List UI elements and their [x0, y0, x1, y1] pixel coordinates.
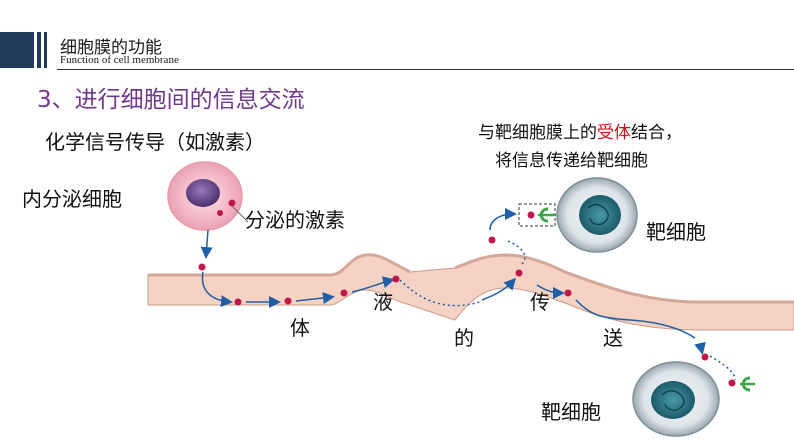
target-cell-top	[518, 177, 638, 253]
note-prefix: 与靶细胞膜上的	[478, 123, 597, 143]
subheading: 化学信号传导（如激素）	[45, 130, 265, 154]
hormone-dot	[701, 353, 709, 361]
note-highlight-receptor: 受体	[597, 123, 631, 143]
note-suffix: 结合，	[631, 123, 682, 143]
hormone-dots	[198, 236, 709, 361]
endocrine-cell	[167, 161, 243, 231]
hormone-dot	[488, 236, 496, 244]
hormone-dot	[340, 289, 348, 297]
hormone-dot	[198, 263, 206, 271]
label-secreted-hormone: 分泌的激素	[245, 208, 345, 232]
header-title: 细胞膜的功能	[60, 38, 162, 58]
label-flow-4: 传	[530, 290, 550, 314]
label-target-cell-top: 靶细胞	[646, 220, 706, 244]
section-title: 3、进行细胞间的信息交流	[37, 87, 305, 113]
hormone-dot	[392, 275, 400, 283]
target-cell-bottom	[632, 361, 755, 437]
receptor-note-line2: 将信息传递给靶细胞	[495, 151, 648, 171]
receptor-icon	[741, 376, 751, 392]
label-flow-1: 体	[290, 316, 310, 340]
label-endocrine-cell: 内分泌细胞	[22, 187, 122, 211]
label-flow-2: 液	[373, 290, 393, 314]
hormone-dot	[217, 210, 223, 216]
label-flow-3: 的	[454, 326, 474, 350]
hormone-dot	[234, 298, 242, 306]
hormone-dot	[284, 297, 292, 305]
hormone-dot	[228, 199, 236, 207]
label-target-cell-bottom: 靶细胞	[541, 400, 601, 424]
label-flow-5: 送	[603, 326, 623, 350]
header-decoration	[0, 32, 47, 68]
receptor-note-line1: 与靶细胞膜上的受体结合，	[478, 118, 682, 143]
header-subtitle: Function of cell membrane	[60, 54, 179, 66]
flow-arrows	[200, 208, 736, 381]
header-divider	[57, 69, 794, 70]
receptor-icon	[539, 207, 549, 223]
hormone-dot	[564, 289, 572, 297]
body-fluid-vessel	[147, 253, 794, 331]
hormone-dot	[515, 269, 523, 277]
